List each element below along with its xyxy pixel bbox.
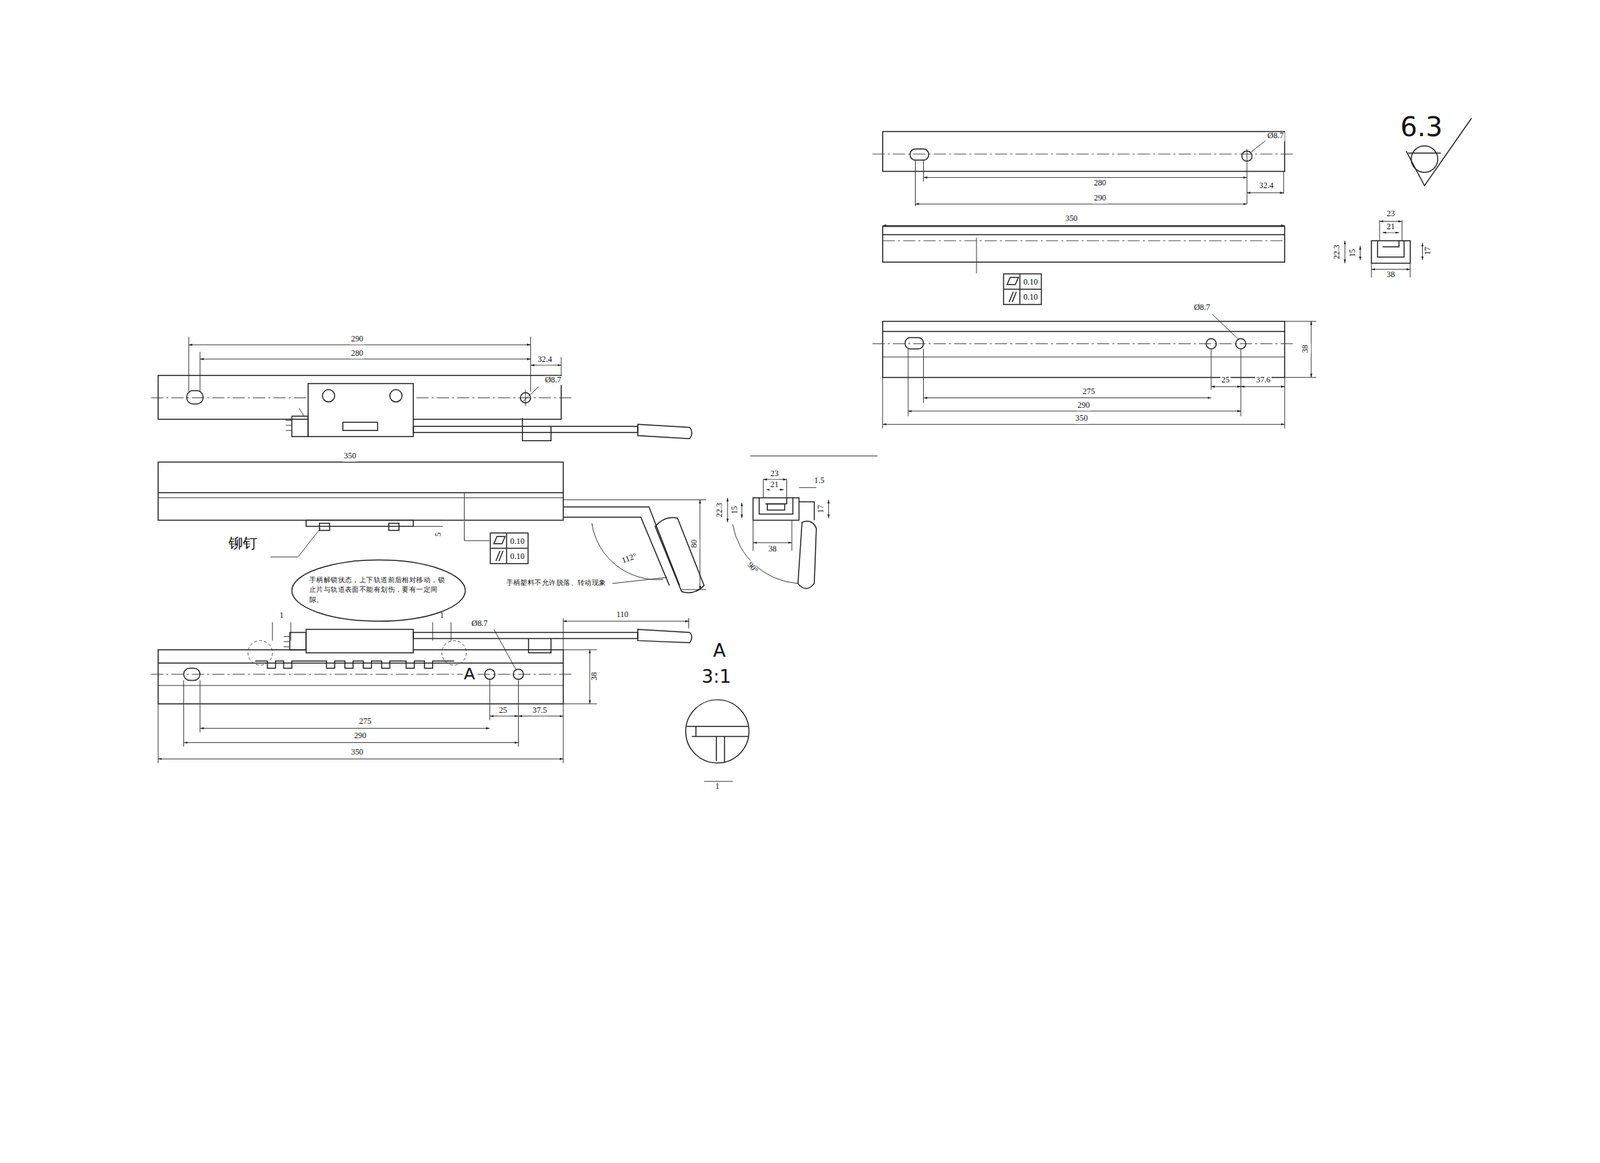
dimension-label: 38 [1301,343,1311,354]
dimension-label: 37.6 [1255,376,1272,386]
dimension-label: 32.4 [1257,182,1275,191]
dimension-label: 112° [620,552,640,567]
dimension-label: 32.4 [536,355,553,365]
dimension-label: Ø8.7 [1266,132,1286,141]
dimension-label: 275 [357,717,373,727]
flatness-symbol [490,533,508,549]
dimension-label: 38 [1385,271,1397,280]
dimension-label: 280 [1092,179,1108,189]
flatness-symbol [1003,274,1021,290]
dimension-label: 21 [1385,223,1397,232]
dimension-label: 1 [714,783,721,793]
tolerance-frame: 0.100.10 [1003,273,1043,306]
dimension-label: 25 [1220,376,1231,386]
dimension-label: 110 [615,611,629,621]
dimension-label: 38 [590,671,600,682]
dimension-label: 280 [349,349,365,359]
dimension-label: 90° [744,560,761,577]
dimension-label: 290 [349,335,365,345]
dimension-label: 22.3 [715,502,725,519]
tolerance-value: 0.10 [507,533,528,549]
dimension-label: 17 [1424,245,1434,256]
dimension-label: 22.3 [1333,243,1343,261]
dimension-label: 铆钉 [227,535,259,552]
tolerance-value: 0.10 [507,548,528,564]
dimension-label: 37.5 [531,706,549,716]
tolerance-frame: 0.100.10 [489,532,529,564]
dimension-label: 350 [1064,214,1079,224]
dimension-label: 1 [438,611,445,621]
dimension-label: 17 [817,504,827,515]
dimension-label: 25 [498,706,509,716]
note-ellipse: 手柄解锁状态，上下轨道前后相对移动，锁止片与轨道表面不能有划伤，要有一定间隙。 [290,559,467,623]
dimension-label: 275 [1081,388,1097,398]
dimension-label: 21 [769,481,780,490]
dimension-label: 23 [769,470,780,480]
dimension-label: A [712,641,727,662]
dimension-label: 手柄塑料不允许脱落、转动现象 [505,579,608,588]
dimension-label: 350 [349,748,365,758]
parallelism-symbol [490,548,508,564]
dimension-label: 80 [690,538,700,549]
dimension-label: A [462,665,476,683]
dimension-label: 38 [767,545,778,555]
dimension-label: 290 [1076,401,1091,411]
dimension-label: 350 [342,452,358,462]
dimension-label: 290 [353,732,368,742]
dimension-label: 5 [434,531,444,538]
tolerance-value: 0.10 [1020,274,1041,290]
dimension-label: 15 [731,505,741,516]
dimension-label: 3:1 [700,666,733,688]
note-text: 手柄解锁状态，上下轨道前后相对移动，锁止片与轨道表面不能有划伤，要有一定间隙。 [309,559,449,605]
dimension-label: Ø8.7 [1192,303,1212,313]
dimension-label: 23 [1385,210,1397,219]
dimension-label: 350 [1074,414,1089,424]
dimension-label: 6.3 [1399,112,1444,143]
dimension-label: 1 [278,611,285,621]
dimension-label: 290 [1092,194,1108,204]
dimension-label: Ø8.7 [470,620,490,629]
dimension-label: 1.5 [813,476,826,486]
dimension-label: 15 [1348,247,1358,258]
dimension-label: Ø8.7 [544,376,563,386]
tolerance-value: 0.10 [1020,289,1041,304]
parallelism-symbol [1003,289,1021,304]
